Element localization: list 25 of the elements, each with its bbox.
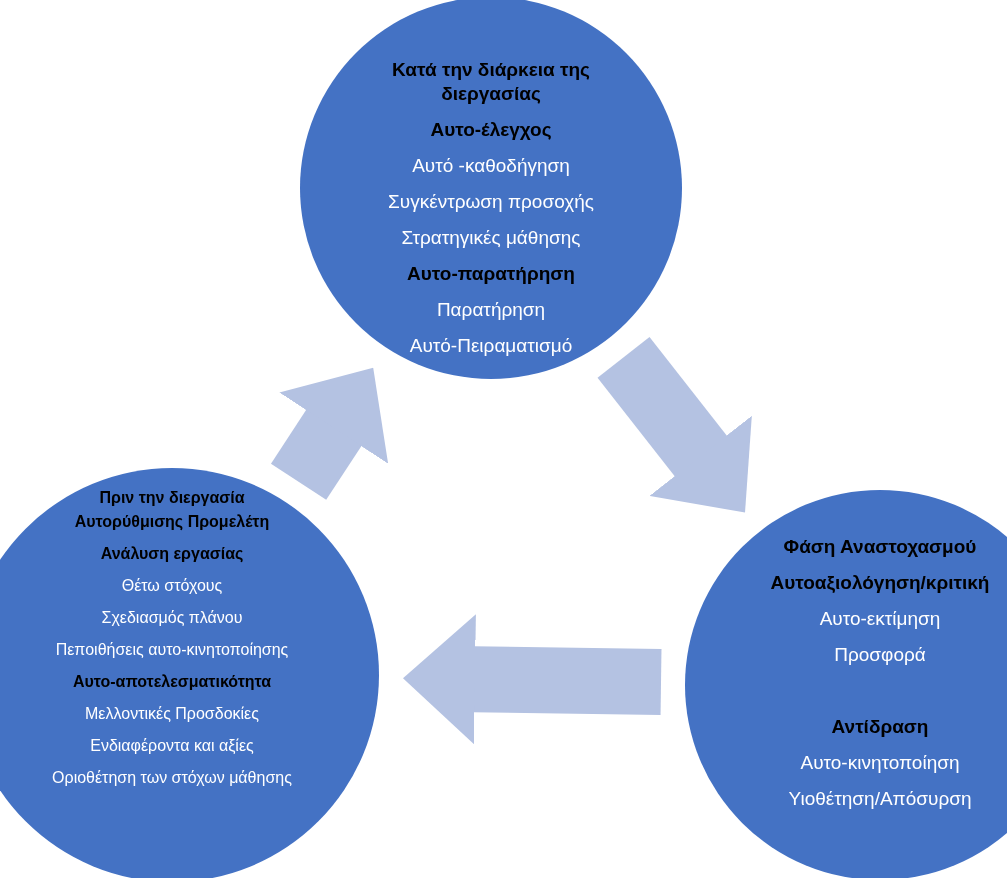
circle-heading: Αυτοαξιολόγηση/κριτική [769,571,991,595]
block-arrow [402,614,662,745]
circle-heading: Κατά την διάρκεια της διεργασίας [391,58,591,106]
circle-heading: Αντίδραση [830,715,930,739]
circle-item: Αυτο-κινητοποίηση [799,751,961,775]
circle-item: Προσφορά [833,643,927,667]
circle-item: Παρατήρηση [435,298,547,322]
circle-heading: Φάση Αναστοχασμού [782,535,978,559]
circle-heading: Αυτο-παρατήρηση [406,262,576,286]
circle-heading: Αυτο-αποτελεσματικότητα [71,672,273,692]
circle-item: Αυτό -καθοδήγηση [411,154,571,178]
circle-item: Στρατηγικές μάθησης [400,226,582,250]
circle-item: Πεποιθήσεις αυτο-κινητοποίησης [54,640,290,660]
circle-item: Αυτο-εκτίμηση [818,607,942,631]
circle-item: Συγκέντρωση προσοχής [387,190,595,214]
circle-item: Υιοθέτηση/Απόσυρση [787,787,973,811]
circle-heading: Αυτο-έλεγχος [429,118,553,142]
circle-item: Αυτό-Πειραματισμό [408,334,574,358]
circle-item: Θέτω στόχους [120,576,224,596]
circle-heading: Πριν την διεργασία Αυτορύθμισης Προμελέτη [73,488,271,532]
circle-heading: Ανάλυση εργασίας [99,544,245,564]
circle-item: Ενδιαφέροντα και αξίες [89,736,255,756]
circle-item: Σχεδιασμός πλάνου [100,608,244,628]
circle-item: Μελλοντικές Προσδοκίες [84,704,260,724]
circle-item: Οριοθέτηση των στόχων μάθησης [52,768,292,788]
